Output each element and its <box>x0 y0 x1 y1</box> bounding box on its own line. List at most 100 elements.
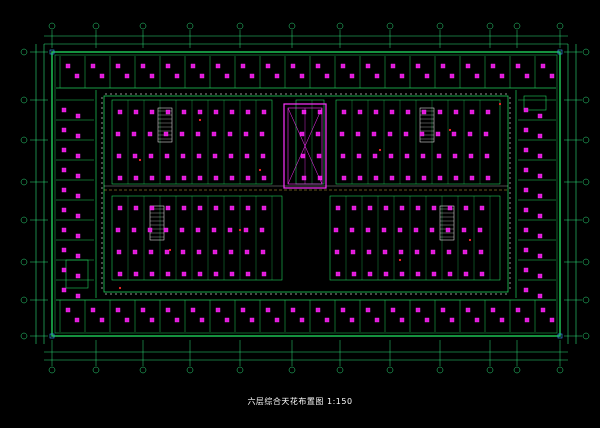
ceiling-fixture <box>61 167 67 173</box>
corridor-light <box>509 282 511 284</box>
ceiling-fixture <box>397 227 403 233</box>
ceiling-fixture <box>115 307 121 313</box>
corridor-light <box>275 93 277 95</box>
ceiling-fixture <box>483 131 489 137</box>
corridor-light <box>260 293 262 295</box>
ceiling-fixture <box>75 213 81 219</box>
ceiling-fixture <box>365 307 371 313</box>
corridor-light <box>410 293 412 295</box>
ceiling-fixture <box>199 73 205 79</box>
service-room <box>523 95 547 111</box>
ceiling-fixture <box>399 271 405 277</box>
corridor-light <box>350 293 352 295</box>
accent-marker <box>468 238 472 242</box>
corridor-light <box>509 247 511 249</box>
ceiling-fixture <box>90 307 96 313</box>
ceiling-fixture <box>65 63 71 69</box>
corridor-light <box>335 293 337 295</box>
stair-core <box>439 205 455 241</box>
corridor-light <box>445 93 447 95</box>
corridor-light <box>440 93 442 95</box>
corridor-light <box>509 127 511 129</box>
corridor-light <box>505 293 507 295</box>
ceiling-fixture <box>75 133 81 139</box>
corridor-light <box>475 93 477 95</box>
ceiling-fixture <box>140 63 146 69</box>
ceiling-fixture <box>429 227 435 233</box>
corridor-light <box>460 93 462 95</box>
axis-bubble <box>48 22 56 30</box>
ceiling-fixture <box>274 317 280 323</box>
ceiling-fixture <box>133 175 139 181</box>
ceiling-fixture <box>447 205 453 211</box>
ceiling-fixture <box>61 187 67 193</box>
corridor-light <box>325 293 327 295</box>
ceiling-fixture <box>383 271 389 277</box>
corridor-light <box>509 242 511 244</box>
accent-marker <box>118 286 122 290</box>
corridor-light <box>255 293 257 295</box>
corridor-light <box>101 242 103 244</box>
corridor-light <box>300 293 302 295</box>
room-partitions <box>56 56 556 332</box>
corridor-light <box>310 93 312 95</box>
corridor-light <box>225 93 227 95</box>
corridor-light <box>105 293 107 295</box>
corridor-light <box>250 293 252 295</box>
corridor-light <box>435 293 437 295</box>
corridor-light <box>385 93 387 95</box>
corridor-light <box>165 93 167 95</box>
axis-bubble <box>513 366 521 374</box>
corridor-light <box>509 272 511 274</box>
corridor-light <box>280 293 282 295</box>
ceiling-fixture <box>197 205 203 211</box>
corridor-light <box>101 202 103 204</box>
ceiling-fixture <box>335 271 341 277</box>
ceiling-fixture <box>537 133 543 139</box>
axis-bubble <box>20 332 28 340</box>
corner-column <box>49 333 55 339</box>
corridor-light <box>509 117 511 119</box>
ceiling-fixture <box>174 73 180 79</box>
corridor-light <box>455 293 457 295</box>
corridor-light <box>335 93 337 95</box>
corridor-light <box>101 272 103 274</box>
ceiling-fixture <box>421 109 427 115</box>
ceiling-fixture <box>274 73 280 79</box>
ceiling-fixture <box>75 153 81 159</box>
corridor-light <box>495 93 497 95</box>
ceiling-fixture <box>133 271 139 277</box>
ceiling-fixture <box>523 147 529 153</box>
corridor-light <box>509 277 511 279</box>
corridor-light <box>430 93 432 95</box>
ceiling-fixture <box>537 273 543 279</box>
ceiling-fixture <box>549 73 555 79</box>
ceiling-fixture <box>366 249 372 255</box>
corridor-light <box>145 93 147 95</box>
corridor-light <box>101 262 103 264</box>
corridor-light <box>101 122 103 124</box>
corridor-light <box>509 227 511 229</box>
ceiling-fixture <box>117 271 123 277</box>
ceiling-fixture <box>260 249 266 255</box>
ceiling-fixture <box>244 249 250 255</box>
corridor-light <box>245 93 247 95</box>
corridor-light <box>370 93 372 95</box>
ceiling-fixture <box>75 253 81 259</box>
ceiling-fixture <box>117 205 123 211</box>
ceiling-fixture <box>474 73 480 79</box>
ceiling-fixture <box>174 317 180 323</box>
ceiling-fixture <box>435 131 441 137</box>
corridor-light <box>509 287 511 289</box>
axis-bubble <box>20 136 28 144</box>
ceiling-fixture <box>340 153 346 159</box>
ceiling-fixture <box>116 153 122 159</box>
ceiling-fixture <box>540 63 546 69</box>
ceiling-fixture <box>243 131 249 137</box>
corridor-light <box>509 192 511 194</box>
corridor-light <box>101 117 103 119</box>
ceiling-fixture <box>523 167 529 173</box>
corridor-light <box>101 147 103 149</box>
room-block <box>329 195 501 281</box>
corridor-light <box>415 93 417 95</box>
